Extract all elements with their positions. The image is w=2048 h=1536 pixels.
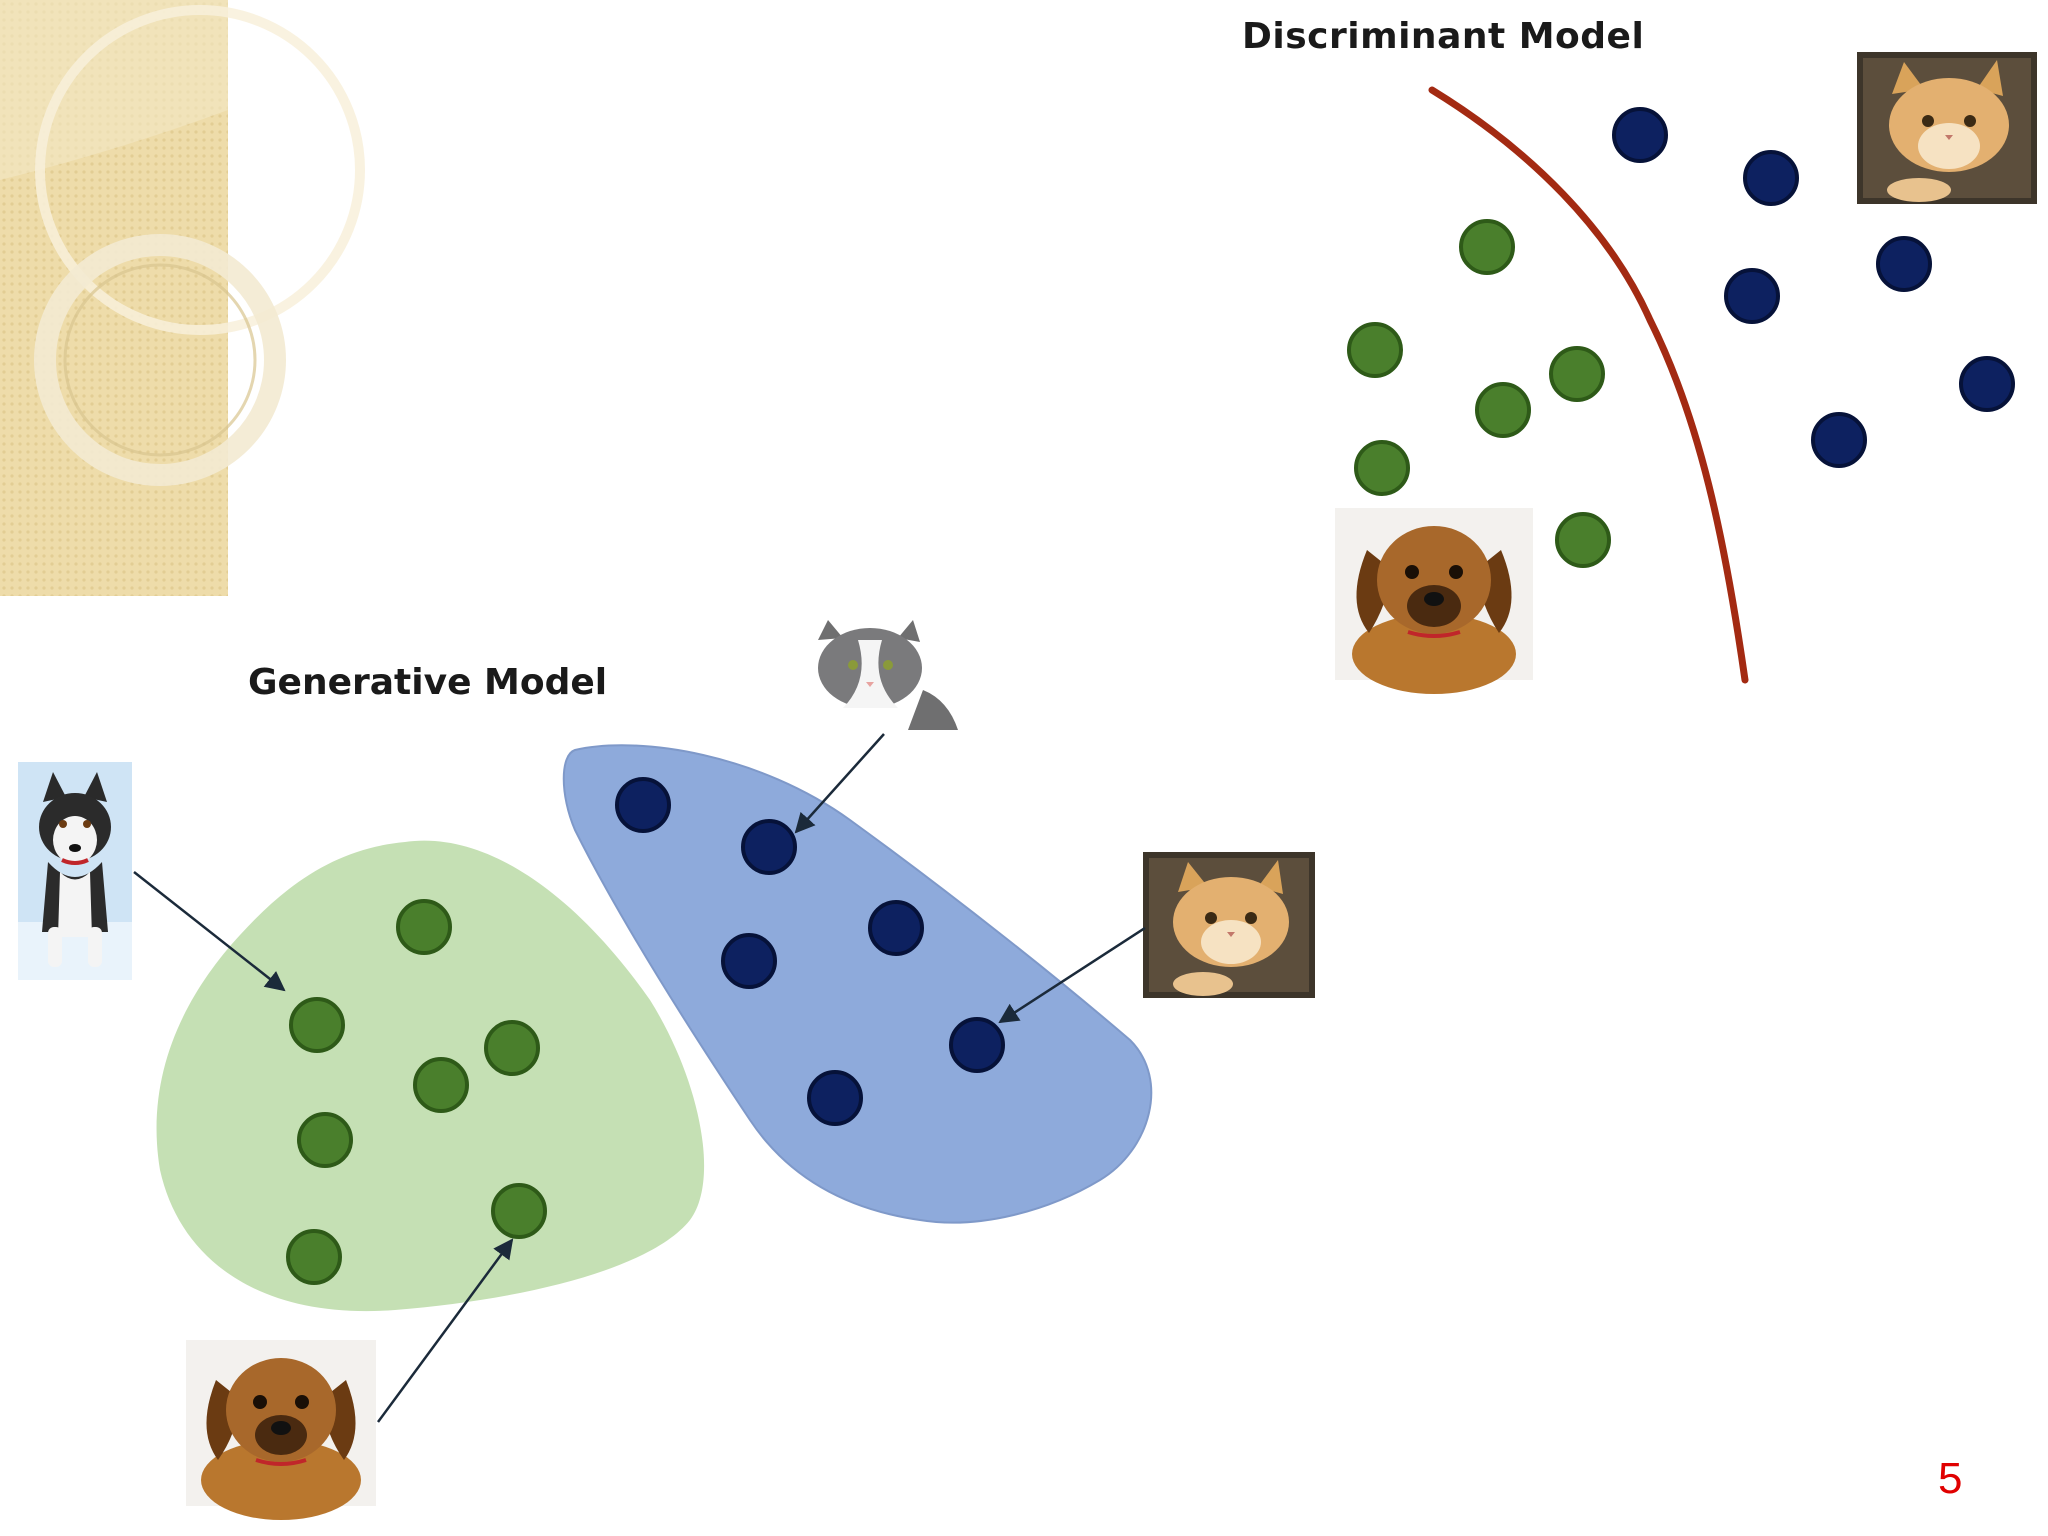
arrow-graycat-to-cat-point <box>794 733 885 834</box>
arrow-husky-to-dog-point <box>133 871 286 992</box>
dog-point <box>286 1229 342 1285</box>
cat-point <box>1811 412 1867 468</box>
generative-dog-points <box>286 899 547 1285</box>
puppy-photo-discriminant <box>1335 508 1533 694</box>
generative-cat-points <box>615 777 1005 1126</box>
cat-point <box>868 900 924 956</box>
discriminant-cat-points <box>1612 107 2015 468</box>
dog-point <box>289 997 345 1053</box>
generative-arrows <box>133 733 1146 1423</box>
arrow-puppy-to-dog-point <box>376 1238 514 1423</box>
dog-point <box>491 1183 547 1239</box>
dog-point <box>1459 219 1515 275</box>
cat-point <box>721 933 777 989</box>
dog-point <box>1549 346 1605 402</box>
dog-point <box>1555 512 1611 568</box>
dog-point <box>1354 440 1410 496</box>
puppy-photo <box>186 1340 376 1520</box>
cat-point <box>807 1070 863 1126</box>
page-number: 5 <box>1938 1454 1963 1503</box>
cat-point <box>1724 268 1780 324</box>
discriminant-dog-points <box>1347 219 1611 568</box>
dog-point <box>1475 382 1531 438</box>
discriminant-model-title: Discriminant Model <box>1242 16 1645 57</box>
gray-cat-photo <box>798 620 970 732</box>
generative-model-title: Generative Model <box>248 662 608 703</box>
cat-point <box>1959 356 2015 412</box>
dog-point <box>297 1112 353 1168</box>
dog-point <box>396 899 452 955</box>
dog-point <box>413 1057 469 1113</box>
husky-photo <box>18 762 132 980</box>
kitten-photo-discriminant <box>1857 52 2037 204</box>
cat-class-region <box>562 744 1153 1224</box>
dog-point <box>484 1020 540 1076</box>
kitten-photo <box>1143 852 1315 998</box>
cat-point <box>1612 107 1668 163</box>
cat-point <box>1876 236 1932 292</box>
cat-point <box>1743 150 1799 206</box>
arrow-kitten-to-cat-point <box>998 926 1146 1024</box>
dog-point <box>1347 322 1403 378</box>
cat-point <box>949 1017 1005 1073</box>
cat-point <box>741 819 797 875</box>
cat-point <box>615 777 671 833</box>
decorative-corner-panel <box>0 0 365 596</box>
decision-boundary <box>1428 86 1749 684</box>
